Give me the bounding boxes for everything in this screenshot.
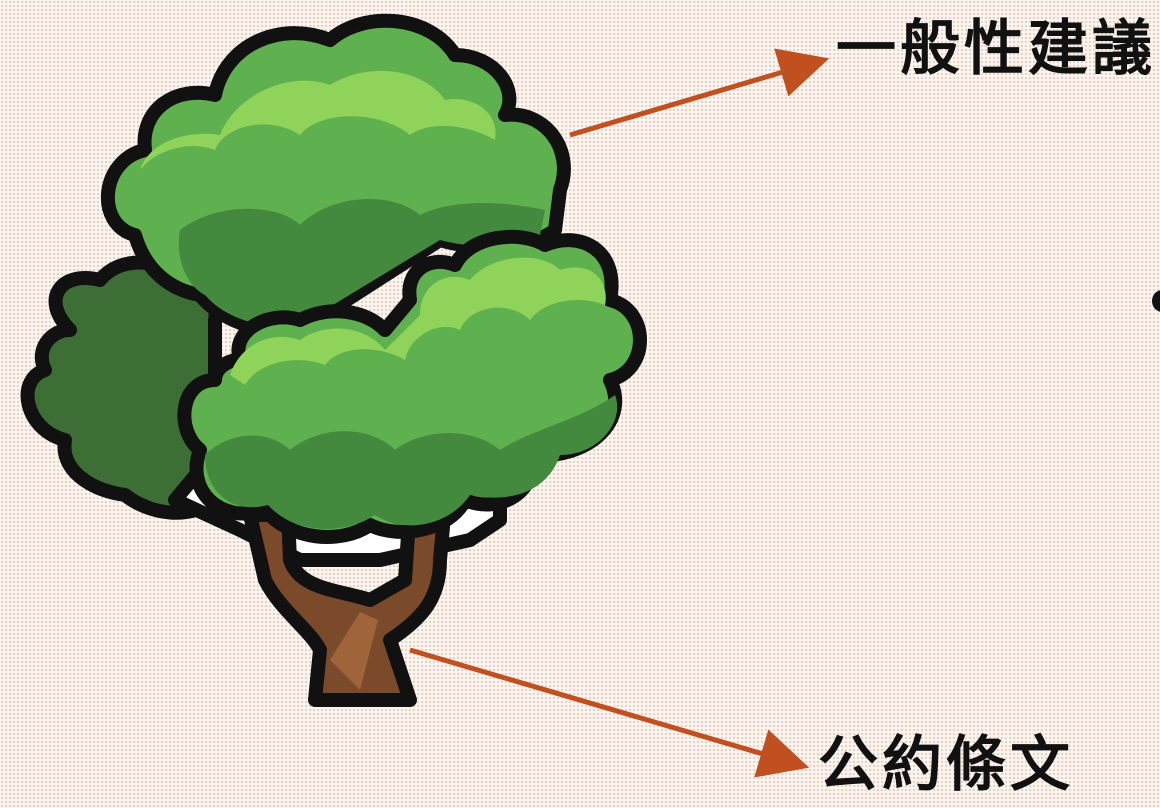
foliage-front-shade xyxy=(205,395,618,529)
trunk-highlight xyxy=(330,612,378,690)
tree-icon xyxy=(20,13,647,707)
edge-mark xyxy=(1152,290,1160,312)
tree-trunk xyxy=(243,498,452,707)
arrow-to-bottom-label xyxy=(409,647,810,778)
foliage-top-shade xyxy=(178,198,545,327)
foliage-top-light xyxy=(140,70,496,170)
arrow-to-top-label xyxy=(569,48,830,138)
label-general-recommendations: 一般性建議 xyxy=(836,14,1156,84)
foliage-front-light xyxy=(230,257,606,385)
label-convention-articles: 公約條文 xyxy=(818,730,1074,800)
foliage-back-left xyxy=(20,255,223,520)
